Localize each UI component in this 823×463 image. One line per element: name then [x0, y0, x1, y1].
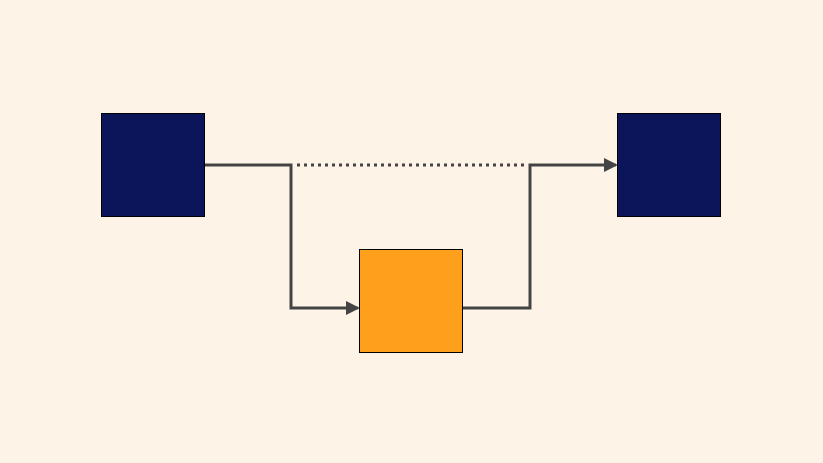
- edge-source-to-intermediate: [205, 163, 360, 315]
- node-intermediate: [359, 249, 463, 353]
- node-source: [101, 113, 205, 217]
- edge-intermediate-to-target: [463, 158, 618, 310]
- node-target: [617, 113, 721, 217]
